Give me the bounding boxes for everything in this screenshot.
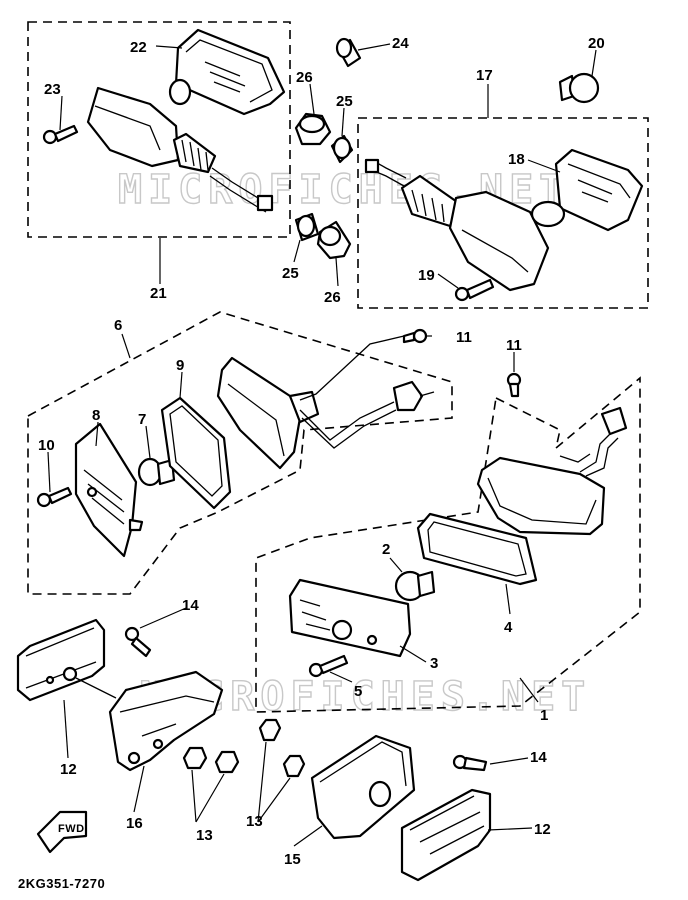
diagram-code: 2KG351-7270 <box>18 876 105 891</box>
callout-20: 20 <box>588 35 605 52</box>
callout-3: 3 <box>430 655 438 672</box>
callout-25-lower: 25 <box>282 265 299 282</box>
callout-15: 15 <box>284 851 301 868</box>
part-16-bracket[interactable] <box>108 670 224 772</box>
part-15-housing[interactable] <box>310 734 416 840</box>
part-17-housing[interactable] <box>364 158 550 292</box>
part-13-nuts-left[interactable] <box>182 746 240 774</box>
callout-1: 1 <box>540 707 548 724</box>
callout-10: 10 <box>38 437 55 454</box>
part-25-grommet-upper[interactable] <box>330 134 354 164</box>
callout-2: 2 <box>382 541 390 558</box>
callout-22: 22 <box>130 39 147 56</box>
part-8-lens[interactable] <box>74 422 144 558</box>
part-23-screw[interactable] <box>42 124 79 145</box>
part-11-screw-right[interactable] <box>506 372 522 398</box>
callout-4: 4 <box>504 619 513 636</box>
part-24-bulb[interactable] <box>335 37 362 68</box>
callout-18: 18 <box>508 151 525 168</box>
callout-14-right: 14 <box>530 749 547 766</box>
bracket-stud <box>62 666 117 699</box>
callout-25-upper: 25 <box>336 93 353 110</box>
part-18-lens[interactable] <box>530 148 644 232</box>
callout-13-right: 13 <box>246 813 263 830</box>
callout-21: 21 <box>150 285 167 302</box>
part-22-lens[interactable] <box>174 28 286 116</box>
callout-5: 5 <box>354 683 362 700</box>
part-11-screw-upper[interactable] <box>402 328 428 344</box>
callout-8: 8 <box>92 407 100 424</box>
callout-6: 6 <box>114 317 122 334</box>
callout-23: 23 <box>44 81 61 98</box>
callout-26-lower: 26 <box>324 289 341 306</box>
part-20-bulb[interactable] <box>558 72 600 104</box>
callout-7: 7 <box>138 411 146 428</box>
leader-lines <box>47 43 597 847</box>
callout-17: 17 <box>476 67 493 84</box>
callout-16: 16 <box>126 815 143 832</box>
callout-12-right: 12 <box>534 821 551 838</box>
part-6-housing[interactable] <box>216 335 435 470</box>
callout-12-left: 12 <box>60 761 77 778</box>
callout-14-left: 14 <box>182 597 199 614</box>
group-6-rear-flasher-box <box>27 311 453 595</box>
part-14-screw-left[interactable] <box>124 626 152 658</box>
part-26-cover-lower[interactable] <box>316 220 352 260</box>
callout-24: 24 <box>392 35 409 52</box>
part-1-housing[interactable] <box>476 406 628 536</box>
callout-26-upper: 26 <box>296 69 313 86</box>
part-3-lens[interactable] <box>288 578 412 658</box>
callout-9: 9 <box>176 357 184 374</box>
callout-11-right: 11 <box>506 337 522 354</box>
callout-19: 19 <box>418 267 435 284</box>
part-26-cover-upper[interactable] <box>294 112 332 146</box>
part-9-gasket[interactable] <box>160 396 232 510</box>
part-5-screw[interactable] <box>308 654 349 678</box>
callouts: 22 23 26 25 24 20 17 18 19 21 25 26 6 11… <box>38 35 605 868</box>
part-13-nuts-right[interactable] <box>258 718 306 778</box>
bulb-inside-flasher-21 <box>168 78 192 106</box>
part-4-gasket[interactable] <box>416 512 538 586</box>
part-19-screw[interactable] <box>454 278 495 302</box>
part-14-screw-right[interactable] <box>452 754 488 772</box>
part-12-reflector-left[interactable] <box>16 618 106 702</box>
part-2-bulb[interactable] <box>394 570 436 602</box>
part-7-bulb[interactable] <box>137 457 176 487</box>
group-21-front-flasher-box <box>27 21 291 238</box>
part-25-grommet-left[interactable] <box>294 212 320 242</box>
part-12-reflector-right[interactable] <box>400 788 492 882</box>
part-10-screw[interactable] <box>36 486 73 508</box>
fwd-label: FWD <box>58 823 85 835</box>
part-21-housing[interactable] <box>86 86 274 213</box>
fwd-arrow-icon: FWD <box>36 810 88 854</box>
callout-13-left: 13 <box>196 827 213 844</box>
callout-11-upper: 11 <box>456 329 472 346</box>
